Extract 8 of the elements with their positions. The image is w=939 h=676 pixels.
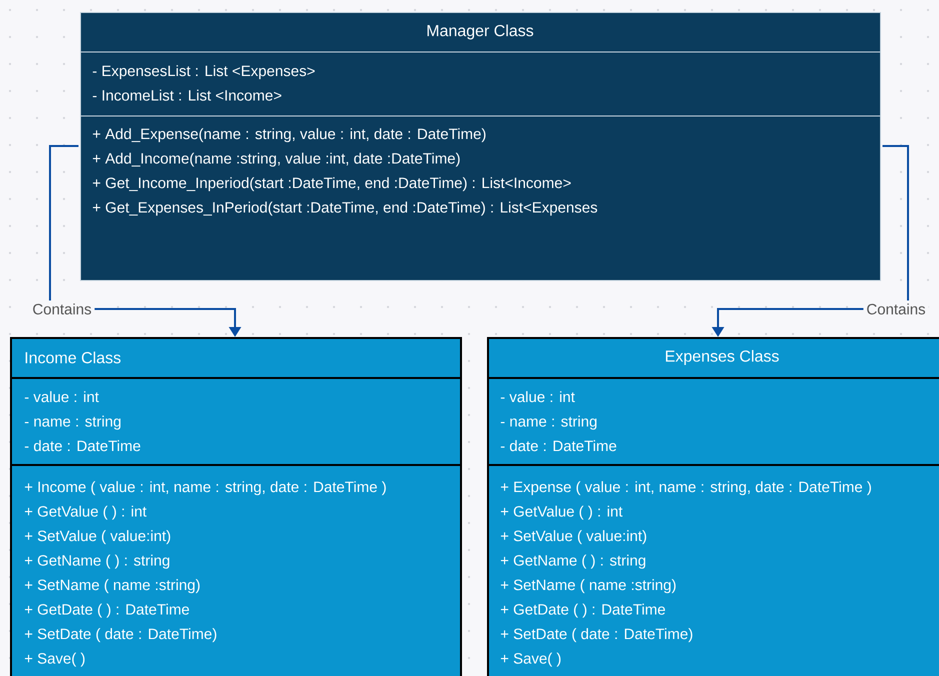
member-list: - value : int - name : string - date : DateTime: [24, 391, 140, 452]
edge-label: Contains: [863, 300, 929, 318]
member-list: - value : int - name : string - date : DateTime: [500, 391, 616, 452]
member-list: + Expense ( value : int, name : string, date : DateTime ) + GetValue ( ) : int + SetValue ( value:int) + GetName ( ) : string + SetName ( name :string) + GetDate ( ) : DateTime + SetDate ( date : DateTime) + Save( ): [487, 464, 939, 667]
member-list: + Income ( value : int, name : string, date : DateTime ) + GetValue ( ) : int + SetValue ( value:int) + GetName ( ) : string + SetName ( name :string) + GetDate ( ) : DateTime + SetDate ( date : DateTime) + Save( ): [10, 464, 460, 667]
edge-label: Contains: [29, 300, 95, 318]
member-list: + Add_Expense(name : string, value : int, date : DateTime) + Add_Income(name :string, value :int, date :DateTime) + Get_Income_Inperiod(start :DateTime, end :DateTime) : List<Income> + Get_Expenses_InPeriod(start :DateTime, end :DateTime) : List<Expenses: [80, 115, 880, 216]
member-list: - ExpensesList : List <Expenses> - IncomeList : List <Income>: [92, 65, 315, 101]
